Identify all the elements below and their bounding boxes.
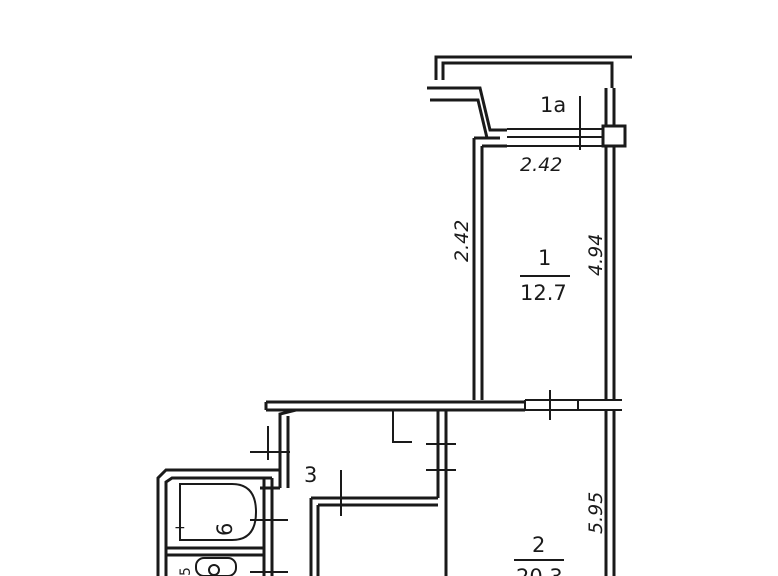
room-3-label: 3 xyxy=(304,463,317,487)
bath-walls xyxy=(166,478,274,576)
room-5-label: 5 xyxy=(178,567,194,576)
partition-wall xyxy=(264,400,525,412)
room-1-top-wall xyxy=(474,136,507,148)
sink-icon xyxy=(195,557,237,576)
bathtub-icon xyxy=(179,483,258,541)
room-1-width: 2.42 xyxy=(451,220,473,262)
walls xyxy=(156,55,632,576)
room-1-right-wall xyxy=(604,146,616,400)
closet-wall xyxy=(392,410,412,443)
drain-icon xyxy=(208,564,220,576)
labels: 1а 2.42 1 12.7 2.42 4.94 2 20.3 5.95 3 6… xyxy=(174,93,607,576)
room-2-label: 2 xyxy=(532,533,545,557)
balcony-window xyxy=(507,128,603,147)
room-2-length: 5.95 xyxy=(585,492,607,534)
balcony-window-box xyxy=(601,124,627,148)
room-3-inner-wall xyxy=(309,496,438,576)
door-opening xyxy=(524,399,622,411)
plus-mark: + xyxy=(174,520,186,536)
room-1a-label: 1а xyxy=(540,93,566,117)
balcony-right-wall xyxy=(604,88,616,126)
bath-block xyxy=(156,468,280,576)
room-6-label: 6 xyxy=(213,523,237,536)
room-1-label: 1 xyxy=(538,246,551,270)
balcony-parapet xyxy=(427,86,507,140)
room-1-area: 12.7 xyxy=(520,281,567,305)
room-1a-width: 2.42 xyxy=(520,154,562,176)
fixtures xyxy=(179,483,258,576)
room-1-length: 4.94 xyxy=(585,234,607,276)
room-2-right-wall xyxy=(604,410,616,576)
room-1-left-wall xyxy=(472,138,484,400)
balcony-outline xyxy=(434,55,632,88)
dimension-ticks xyxy=(250,96,581,573)
room-2-left-wall xyxy=(436,410,448,576)
room-2-area: 20.3 xyxy=(516,565,563,576)
hall-wall xyxy=(260,408,297,490)
